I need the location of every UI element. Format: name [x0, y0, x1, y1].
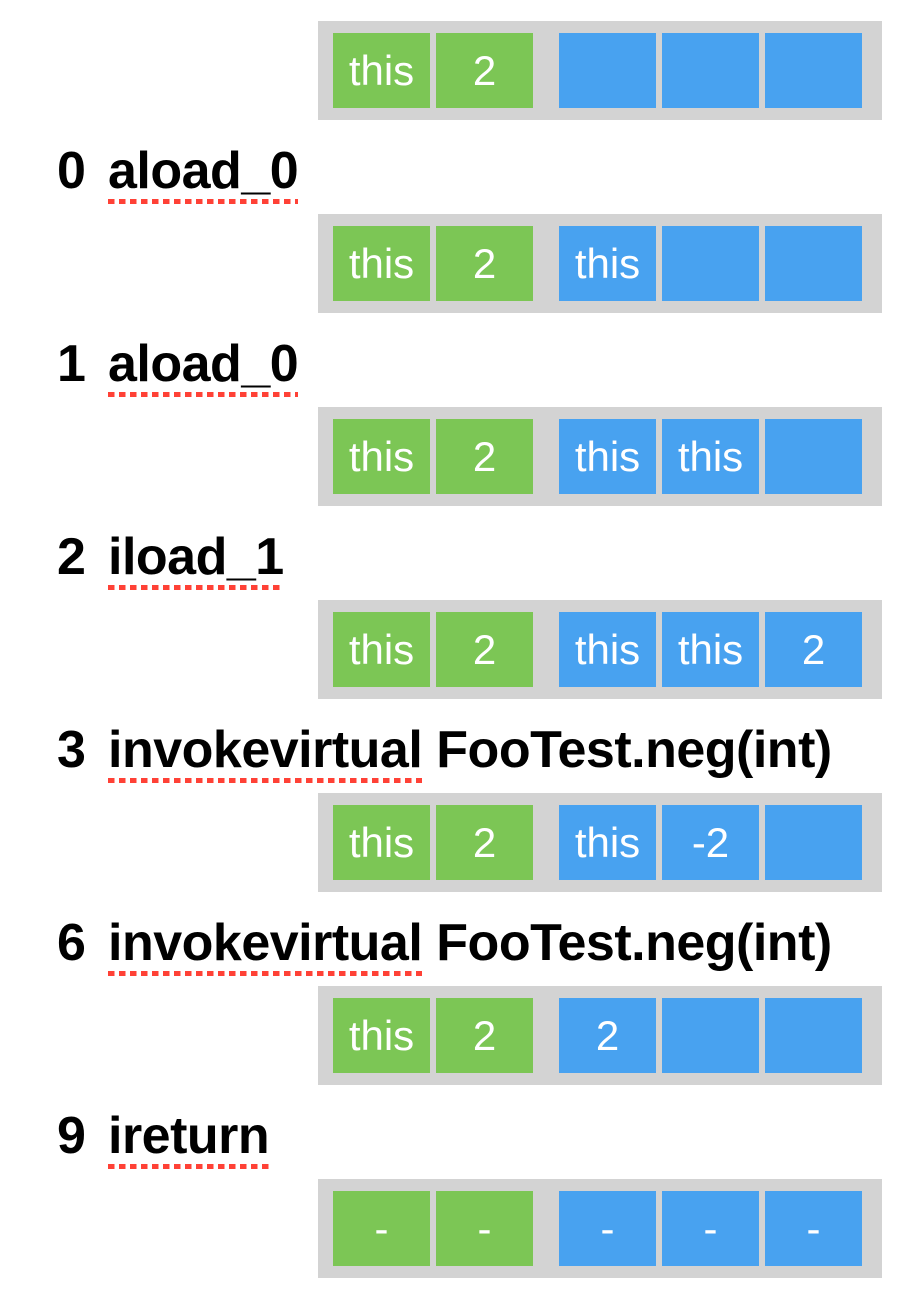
instruction-5: 9 ireturn [57, 1107, 908, 1169]
stack-cell [662, 33, 759, 108]
stack-cell [662, 226, 759, 301]
stack-cell: this [662, 612, 759, 687]
bytecode-offset: 2 [57, 528, 86, 586]
local-cell: - [333, 1191, 430, 1266]
stack-cell [765, 419, 862, 494]
mnemonic: iload_1 [108, 528, 284, 590]
instruction-2: 2 iload_1 [57, 528, 908, 590]
local-cell: 2 [436, 612, 533, 687]
local-cell: this [333, 998, 430, 1073]
stack-cell: this [559, 612, 656, 687]
stack-cell [559, 33, 656, 108]
stack-cell: - [559, 1191, 656, 1266]
frame-1: this 2 this [318, 214, 882, 313]
frame-5: this 2 2 [318, 986, 882, 1085]
local-cell: this [333, 419, 430, 494]
local-cell: 2 [436, 33, 533, 108]
bytecode-offset: 6 [57, 914, 86, 972]
local-cell: this [333, 33, 430, 108]
mnemonic: aload_0 [108, 142, 299, 204]
stack-cell [765, 805, 862, 880]
mnemonic: aload_0 [108, 335, 299, 397]
stack-cell: - [765, 1191, 862, 1266]
stack-cell [765, 998, 862, 1073]
bytecode-offset: 0 [57, 142, 86, 200]
frame-2: this 2 this this [318, 407, 882, 506]
bytecode-offset: 9 [57, 1107, 86, 1165]
frame-4: this 2 this -2 [318, 793, 882, 892]
stack-cell: this [559, 805, 656, 880]
mnemonic: ireturn [108, 1107, 270, 1169]
stack-cell: - [662, 1191, 759, 1266]
stack-cell [765, 226, 862, 301]
local-cell: this [333, 805, 430, 880]
operand: FooTest.neg(int) [436, 721, 832, 779]
frame-3: this 2 this this 2 [318, 600, 882, 699]
local-cell: this [333, 612, 430, 687]
stack-cell: 2 [559, 998, 656, 1073]
frame-6: - - - - - [318, 1179, 882, 1278]
frame-0: this 2 [318, 21, 882, 120]
local-cell: this [333, 226, 430, 301]
local-cell: 2 [436, 419, 533, 494]
stack-cell [662, 998, 759, 1073]
local-cell: 2 [436, 805, 533, 880]
stack-cell: this [559, 226, 656, 301]
local-cell: 2 [436, 998, 533, 1073]
bytecode-execution-diagram: this 2 0 aload_0 this 2 this 1 aload_0 thi… [0, 21, 908, 1278]
stack-cell [765, 33, 862, 108]
stack-cell: this [559, 419, 656, 494]
local-cell: - [436, 1191, 533, 1266]
mnemonic: invokevirtual [108, 914, 423, 976]
operand: FooTest.neg(int) [436, 914, 832, 972]
local-cell: 2 [436, 226, 533, 301]
instruction-0: 0 aload_0 [57, 142, 908, 204]
mnemonic: invokevirtual [108, 721, 423, 783]
stack-cell: -2 [662, 805, 759, 880]
bytecode-offset: 1 [57, 335, 86, 393]
stack-cell: 2 [765, 612, 862, 687]
instruction-1: 1 aload_0 [57, 335, 908, 397]
bytecode-offset: 3 [57, 721, 86, 779]
stack-cell: this [662, 419, 759, 494]
